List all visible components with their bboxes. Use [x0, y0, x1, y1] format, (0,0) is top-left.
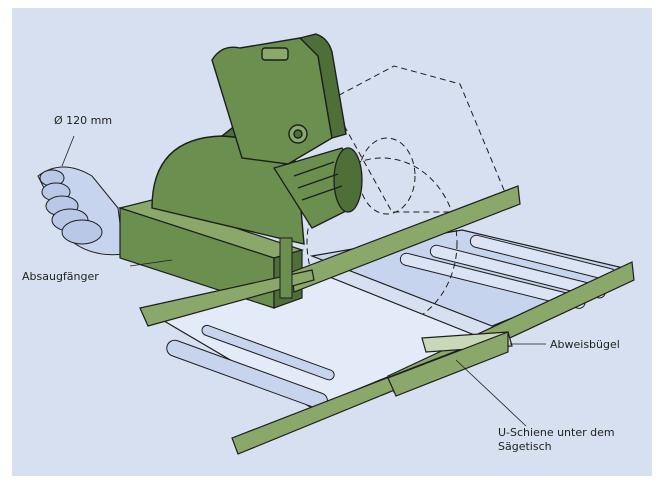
label-abweisbuegel: Abweisbügel	[550, 338, 620, 351]
diagram-canvas: Ø 120 mm Absaugfänger Abweisbügel U-Schi…	[12, 8, 652, 476]
leader-u-schiene	[455, 359, 527, 427]
motor-fin	[301, 185, 343, 201]
rail-front-left	[139, 269, 315, 327]
suction-hose	[37, 166, 125, 256]
label-u-schiene-line1: U-Schiene unter dem	[498, 426, 615, 439]
ghost-housing	[329, 65, 505, 213]
deflector-bracket	[387, 331, 513, 397]
housing-side	[298, 33, 347, 139]
label-diameter: Ø 120 mm	[54, 114, 113, 127]
front-rollers	[166, 324, 335, 410]
motor-fin	[297, 173, 339, 189]
motor-end-cap	[333, 147, 363, 213]
hose-ring	[61, 219, 103, 245]
leader-absaugfaenger	[129, 259, 173, 267]
motor	[272, 147, 363, 229]
roller-table-rollers	[399, 234, 617, 309]
roller	[201, 324, 335, 381]
label-absaugfaenger: Absaugfänger	[22, 270, 99, 283]
motor-fin	[293, 161, 335, 177]
power-switch-center	[293, 129, 303, 139]
saw-illustration	[12, 8, 652, 476]
housing-top-slot	[261, 47, 289, 61]
leader-lines	[61, 135, 546, 427]
roller	[399, 252, 586, 309]
bracket-front	[387, 331, 509, 397]
leader-diameter	[61, 135, 75, 167]
label-u-schiene-line2: Sägetisch	[498, 440, 552, 453]
guide-post	[279, 237, 293, 299]
upper-housing	[211, 33, 347, 165]
